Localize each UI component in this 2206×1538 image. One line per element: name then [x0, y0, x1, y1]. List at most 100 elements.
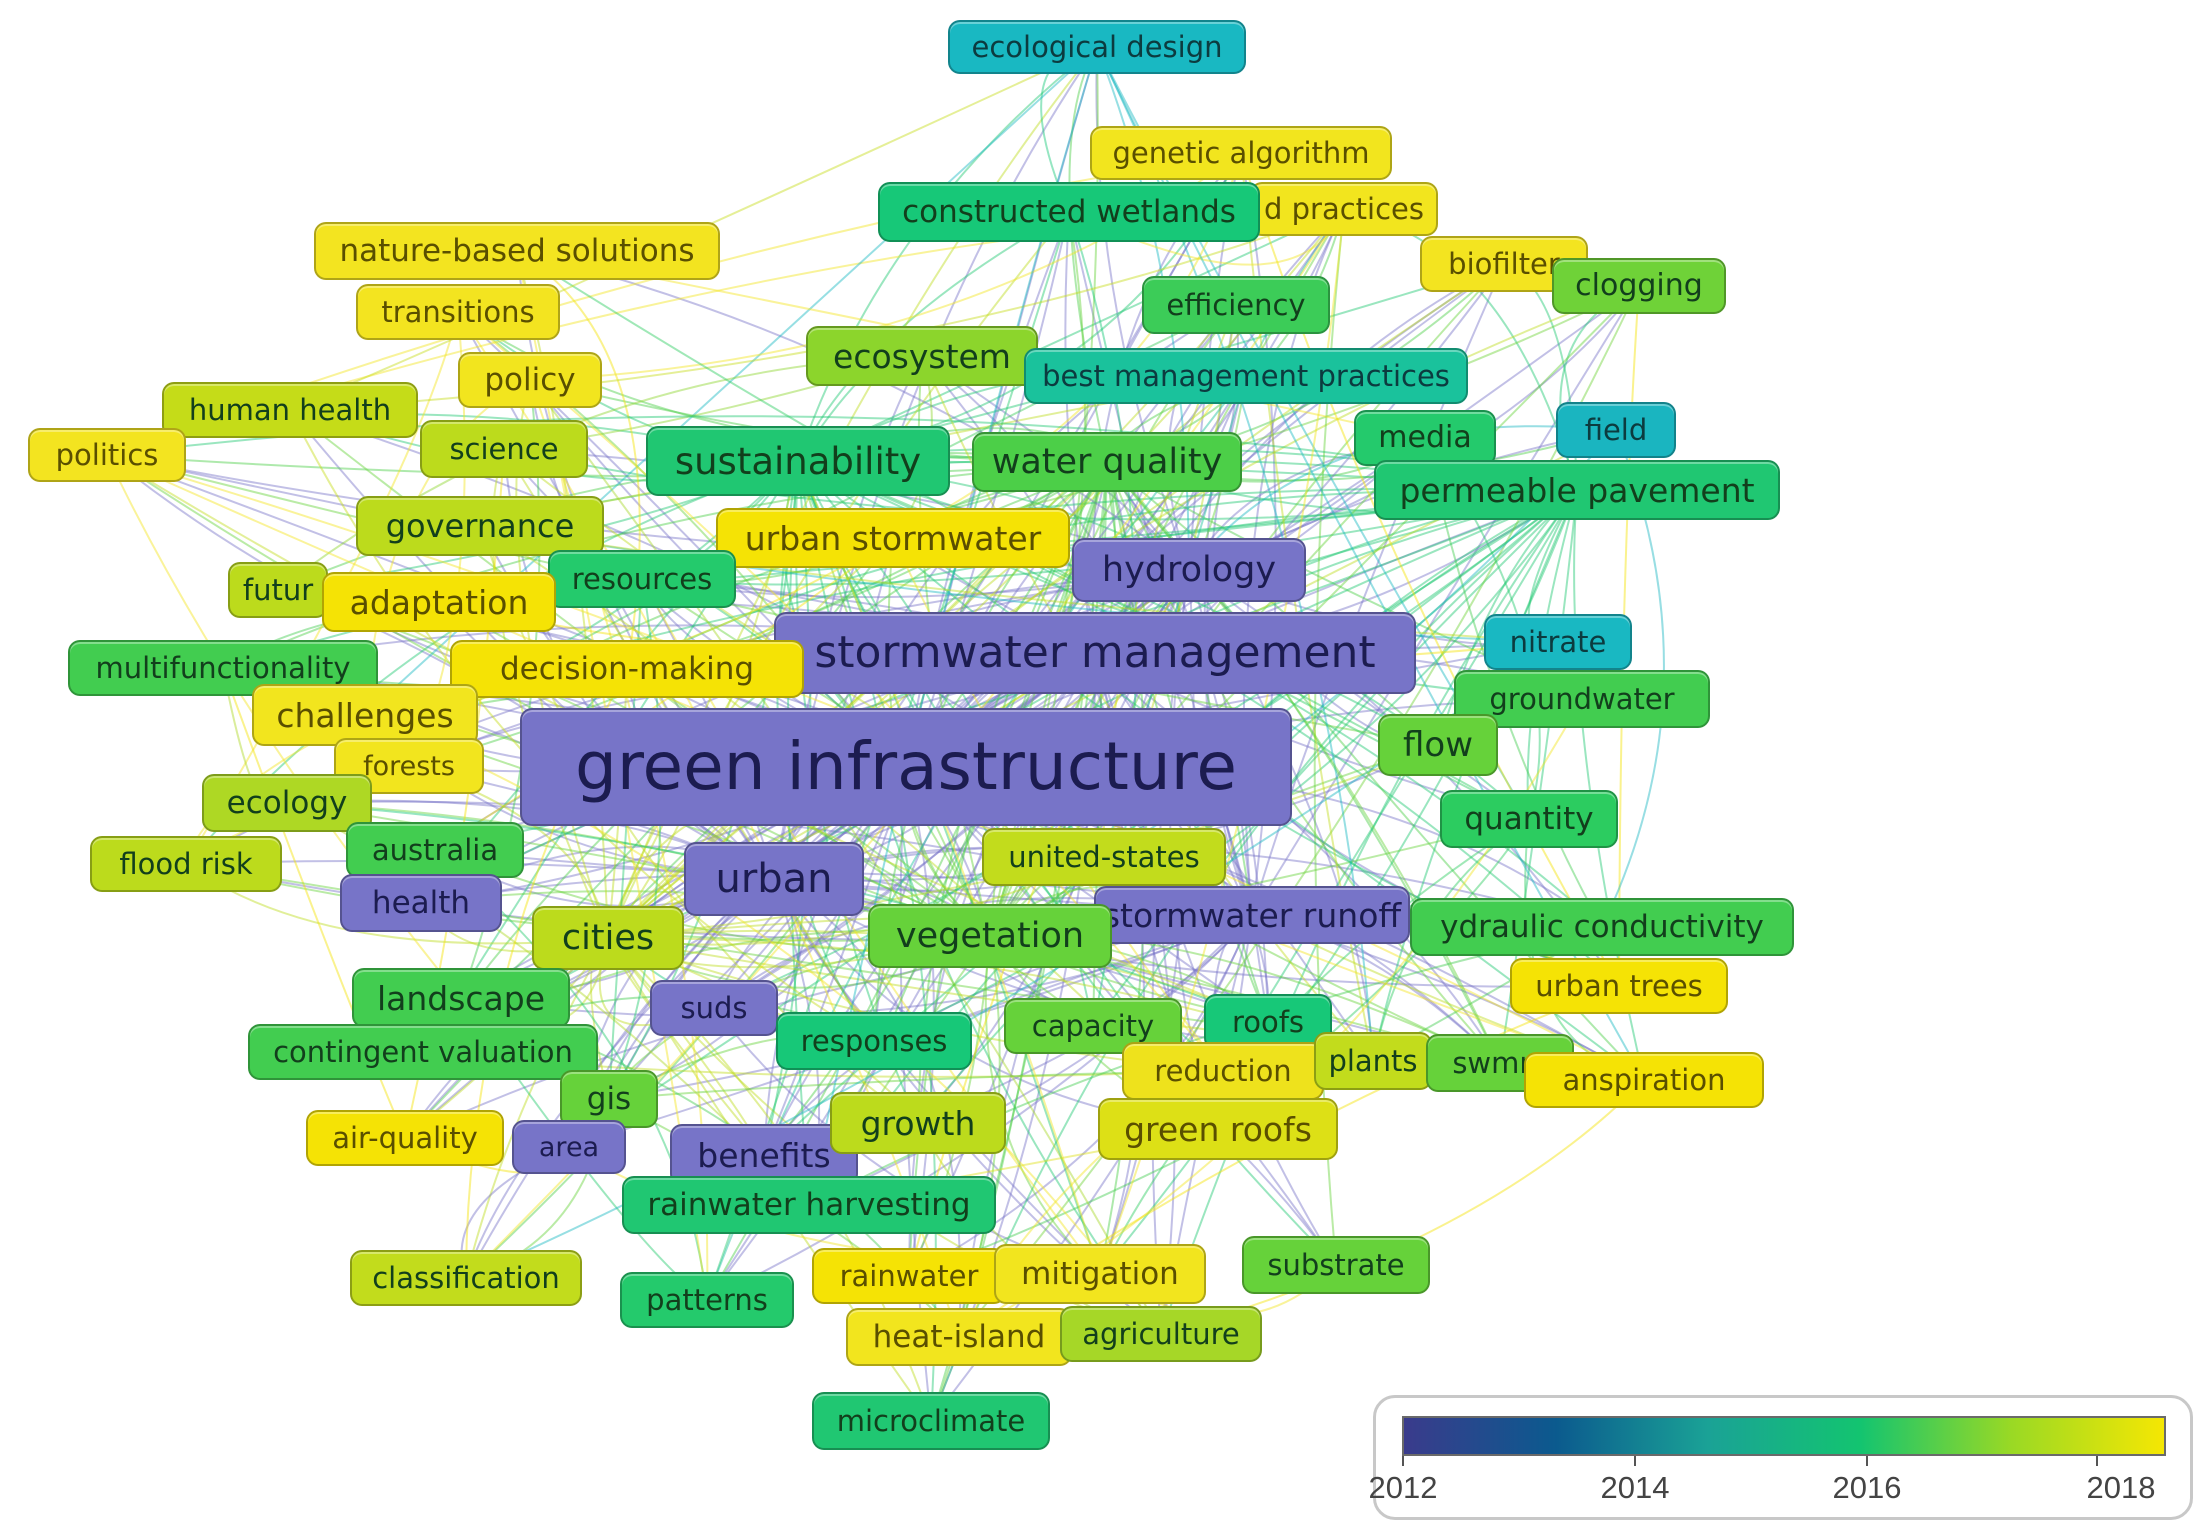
- node-rainwater-harvesting[interactable]: rainwater harvesting: [622, 1176, 996, 1234]
- node-rainwater[interactable]: rainwater: [812, 1248, 1006, 1304]
- legend-tick: [1402, 1456, 1404, 1466]
- node-mitigation[interactable]: mitigation: [994, 1244, 1206, 1304]
- node-stormwater-management[interactable]: stormwater management: [774, 612, 1416, 694]
- node-human-health[interactable]: human health: [162, 382, 418, 438]
- node-label: constructed wetlands: [902, 193, 1236, 230]
- node-label: clogging: [1575, 268, 1703, 303]
- node-label: green infrastructure: [574, 728, 1238, 805]
- node-hydrology[interactable]: hydrology: [1072, 538, 1306, 602]
- node-stormwater-runoff[interactable]: stormwater runoff: [1094, 886, 1410, 944]
- node-landscape[interactable]: landscape: [352, 968, 570, 1028]
- node-label: growth: [860, 1103, 976, 1143]
- node-label: challenges: [276, 695, 454, 735]
- node-label: flow: [1402, 725, 1474, 765]
- node-transpiration[interactable]: anspiration: [1524, 1052, 1764, 1108]
- node-nature-based-solutions[interactable]: nature-based solutions: [314, 222, 720, 280]
- legend-tick-label-2012: 2012: [1368, 1470, 1438, 1505]
- link-stormwater-runoff-rainwater-harvesting: [808, 914, 1253, 1206]
- node-health[interactable]: health: [340, 874, 502, 932]
- node-green-roofs[interactable]: green roofs: [1098, 1098, 1338, 1160]
- node-label: hydrology: [1101, 549, 1277, 590]
- node-nitrate[interactable]: nitrate: [1484, 614, 1632, 670]
- node-benefits[interactable]: benefits: [670, 1124, 858, 1186]
- node-label: classification: [372, 1260, 560, 1295]
- node-label: microclimate: [836, 1403, 1026, 1438]
- node-flood-risk[interactable]: flood risk: [90, 836, 282, 892]
- node-agriculture[interactable]: agriculture: [1060, 1306, 1262, 1362]
- link-urban-urban-stormwater: [773, 537, 894, 880]
- node-urban-stormwater[interactable]: urban stormwater: [716, 508, 1070, 568]
- node-classification[interactable]: classification: [350, 1250, 582, 1306]
- node-field[interactable]: field: [1556, 402, 1676, 458]
- node-ecological-design[interactable]: ecological design: [948, 20, 1246, 74]
- node-decision-making[interactable]: decision-making: [450, 640, 804, 698]
- node-urban-trees[interactable]: urban trees: [1510, 958, 1728, 1014]
- node-australia[interactable]: australia: [346, 822, 524, 878]
- node-responses[interactable]: responses: [776, 1012, 972, 1070]
- node-plants[interactable]: plants: [1314, 1032, 1432, 1090]
- node-adaptation[interactable]: adaptation: [322, 572, 556, 632]
- legend-tick-label-2014: 2014: [1600, 1470, 1670, 1505]
- node-green-infrastructure[interactable]: green infrastructure: [520, 708, 1292, 826]
- node-label: stormwater runoff: [1102, 895, 1402, 935]
- node-label: rainwater: [839, 1258, 979, 1293]
- node-best-management-practices[interactable]: best management practices: [1024, 348, 1468, 404]
- node-permeable-pavement[interactable]: permeable pavement: [1374, 460, 1780, 520]
- node-label: suds: [680, 990, 748, 1025]
- node-air-quality[interactable]: air-quality: [306, 1110, 504, 1166]
- node-label: futur: [242, 572, 314, 607]
- node-label: genetic algorithm: [1112, 135, 1370, 170]
- node-transitions[interactable]: transitions: [356, 284, 560, 340]
- node-constructed-wetlands[interactable]: constructed wetlands: [878, 182, 1260, 242]
- node-cities[interactable]: cities: [532, 906, 684, 970]
- node-water-quality[interactable]: water quality: [972, 432, 1242, 492]
- node-ecosystem[interactable]: ecosystem: [806, 326, 1038, 386]
- node-patterns[interactable]: patterns: [620, 1272, 794, 1328]
- node-label: stormwater management: [814, 627, 1376, 678]
- node-label: multifunctionality: [95, 650, 351, 685]
- node-flow[interactable]: flow: [1378, 714, 1498, 776]
- node-label: quantity: [1464, 800, 1594, 837]
- node-label: human health: [188, 392, 392, 427]
- node-label: ecosystem: [833, 336, 1011, 376]
- node-media[interactable]: media: [1354, 410, 1496, 466]
- node-gis[interactable]: gis: [560, 1070, 658, 1128]
- node-urban[interactable]: urban: [684, 842, 864, 916]
- link-air-quality-multifunctionality: [222, 667, 406, 1139]
- node-forests[interactable]: forests: [334, 738, 484, 794]
- node-governance[interactable]: governance: [356, 496, 604, 556]
- node-efficiency[interactable]: efficiency: [1142, 276, 1330, 334]
- legend-tick: [2096, 1456, 2098, 1466]
- node-united-states[interactable]: united-states: [982, 828, 1226, 886]
- node-sustainability[interactable]: sustainability: [646, 426, 950, 496]
- node-challenges[interactable]: challenges: [252, 684, 478, 746]
- node-label: anspiration: [1562, 1062, 1726, 1097]
- node-hydraulic-conductivity[interactable]: ydraulic conductivity: [1410, 898, 1794, 956]
- node-label: rainwater harvesting: [647, 1186, 971, 1223]
- node-vegetation[interactable]: vegetation: [868, 904, 1112, 968]
- node-suds[interactable]: suds: [650, 980, 778, 1036]
- node-reduction[interactable]: reduction: [1122, 1042, 1324, 1100]
- node-ecology[interactable]: ecology: [202, 774, 372, 832]
- node-clogging[interactable]: clogging: [1552, 258, 1726, 314]
- node-heat-island[interactable]: heat-island: [846, 1308, 1072, 1366]
- node-growth[interactable]: growth: [830, 1092, 1006, 1154]
- node-microclimate[interactable]: microclimate: [812, 1392, 1050, 1450]
- node-contingent-valuation[interactable]: contingent valuation: [248, 1024, 598, 1080]
- node-label: best management practices: [1042, 358, 1450, 393]
- node-resources[interactable]: resources: [548, 550, 736, 608]
- node-future[interactable]: futur: [228, 562, 328, 618]
- node-groundwater[interactable]: groundwater: [1454, 670, 1710, 728]
- node-substrate[interactable]: substrate: [1242, 1236, 1430, 1294]
- node-area[interactable]: area: [512, 1120, 626, 1174]
- node-policy[interactable]: policy: [458, 352, 602, 408]
- node-management-practices[interactable]: d practices: [1250, 182, 1438, 236]
- node-label: ecological design: [971, 29, 1223, 64]
- node-science[interactable]: science: [420, 420, 588, 478]
- link-water-quality-swmm: [1106, 461, 1501, 1064]
- node-label: nitrate: [1509, 624, 1607, 659]
- node-quantity[interactable]: quantity: [1440, 790, 1618, 848]
- node-label: area: [538, 1131, 600, 1163]
- node-genetic-algorithm[interactable]: genetic algorithm: [1090, 126, 1392, 180]
- node-politics[interactable]: politics: [28, 428, 186, 482]
